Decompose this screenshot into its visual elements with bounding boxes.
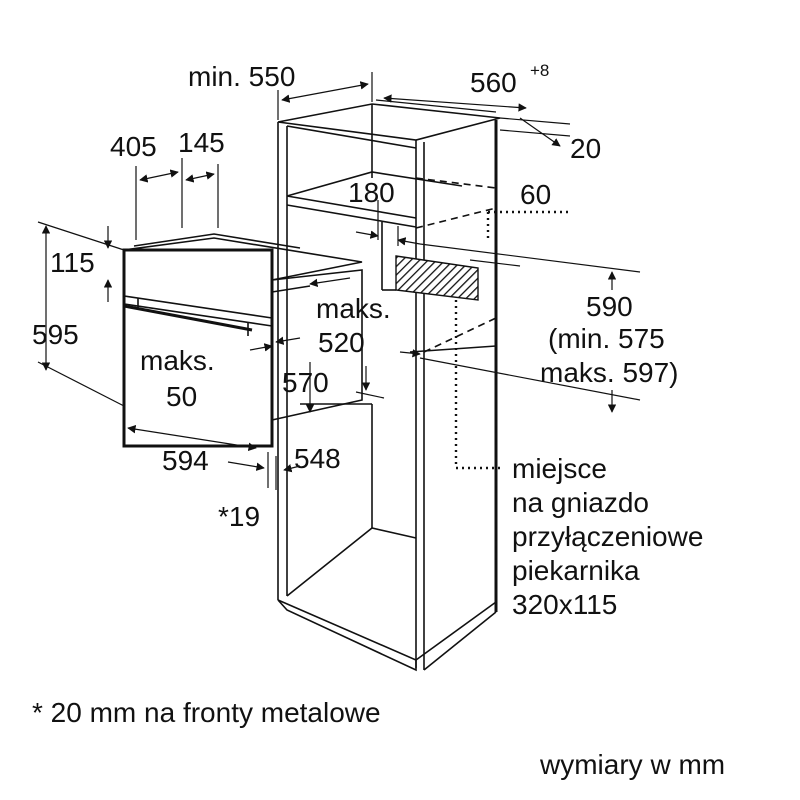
label-590: 590	[586, 291, 633, 322]
label-maks-520-b: 520	[318, 327, 365, 358]
socket-note-line-4: piekarnika	[512, 555, 640, 586]
label-20: 20	[570, 133, 601, 164]
label-maks-50-b: 50	[166, 381, 197, 412]
socket-note-line-5: 320x115	[512, 589, 617, 620]
label-560: 560	[470, 67, 517, 98]
socket-leader	[454, 210, 568, 470]
socket-area	[381, 222, 479, 301]
label-590-max: maks. 597)	[540, 357, 679, 388]
dimension-labels: min. 550 560 +8 20 405 145 180 60 115 59…	[32, 61, 679, 532]
footnote: * 20 mm na fronty metalowe	[32, 697, 381, 728]
label-min-550: min. 550	[188, 61, 295, 92]
label-548: 548	[294, 443, 341, 474]
label-570: 570	[282, 367, 329, 398]
socket-note-line-3: przyłączeniowe	[512, 521, 703, 552]
label-60: 60	[520, 179, 551, 210]
socket-note-line-1: miejsce	[512, 453, 607, 484]
label-594: 594	[162, 445, 209, 476]
label-maks-50-a: maks.	[140, 345, 215, 376]
label-145: 145	[178, 127, 225, 158]
label-maks-520-a: maks.	[316, 293, 391, 324]
socket-note: miejsce na gniazdo przyłączeniowe piekar…	[512, 453, 703, 620]
dimension-lines	[37, 72, 641, 490]
label-19: *19	[218, 501, 260, 532]
label-180: 180	[348, 177, 395, 208]
label-595: 595	[32, 319, 79, 350]
cabinet	[277, 103, 501, 672]
label-590-min: (min. 575	[548, 323, 665, 354]
units-note: wymiary w mm	[539, 749, 725, 780]
label-405: 405	[110, 131, 157, 162]
socket-note-line-2: na gniazdo	[512, 487, 649, 518]
label-560-sup: +8	[530, 61, 549, 80]
label-115: 115	[50, 247, 95, 278]
